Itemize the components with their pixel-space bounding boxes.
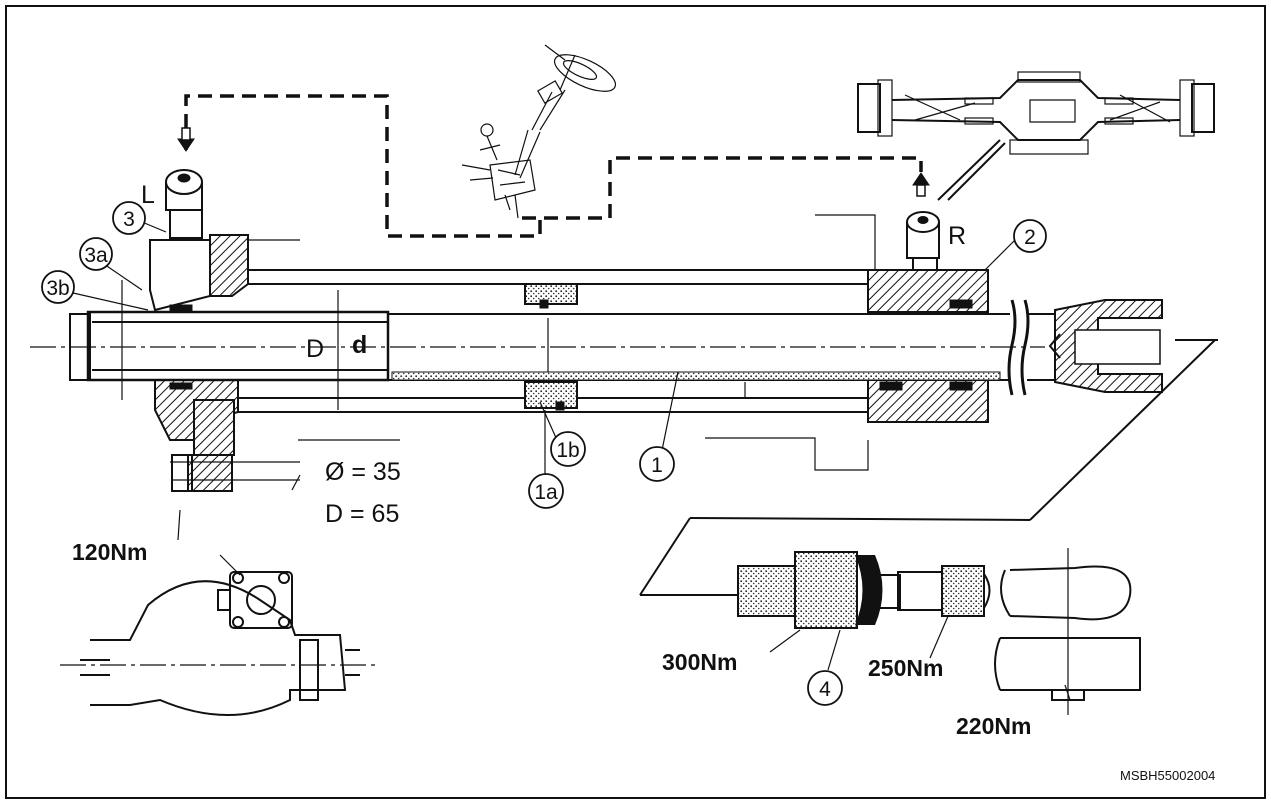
- zoom-projection: [639, 339, 1218, 596]
- callout-3b-circle: [41, 270, 75, 304]
- torque-220nm: 220Nm: [956, 713, 1031, 739]
- dimension-label-D: D: [306, 335, 324, 363]
- callout-3-circle: [112, 201, 146, 235]
- reference-code: MSBH55002004: [1120, 768, 1215, 783]
- callout-1a-circle: [528, 473, 564, 509]
- port-label-left: L: [141, 181, 155, 209]
- lower-sketch-lines: [170, 437, 869, 491]
- torque-250nm: 250Nm: [868, 655, 943, 681]
- cylinder-gland-right: [867, 269, 989, 423]
- callout-4-circle: [807, 670, 843, 706]
- diameter-spec: Ø = 35: [325, 458, 401, 486]
- piston-rod: [69, 290, 1010, 410]
- callout-1: 1: [651, 454, 663, 477]
- callout-3a: 3a: [84, 244, 108, 267]
- callout-1-circle: [639, 446, 675, 482]
- tie-rod-end-right: [1048, 299, 1163, 393]
- piston: [524, 283, 578, 411]
- torque-300nm: 300Nm: [662, 649, 737, 675]
- ball-joint-detail: [737, 551, 991, 629]
- callout-3b: 3b: [46, 277, 69, 300]
- port-label-right: R: [948, 222, 966, 250]
- front-axle-sketch: [857, 71, 1215, 201]
- bore-spec: D = 65: [325, 500, 399, 528]
- callout-1b-circle: [550, 431, 586, 467]
- hydraulic-line-right: [522, 156, 923, 220]
- callout-1a: 1a: [534, 481, 558, 504]
- port-fitting-left: [165, 169, 203, 239]
- tie-rod-eye-detail: [994, 548, 1141, 715]
- port-arrow-right: [912, 172, 930, 197]
- callout-3a-circle: [79, 237, 113, 271]
- diagram-frame: [5, 5, 1266, 799]
- dimension-label-d: d: [352, 331, 367, 359]
- port-arrow-left: [177, 127, 195, 152]
- hydraulic-line-left: [184, 94, 542, 238]
- callout-2: 2: [1024, 226, 1036, 249]
- torque-120nm: 120Nm: [72, 539, 147, 565]
- steering-column-sketch: [461, 44, 617, 219]
- callout-4: 4: [819, 678, 831, 701]
- callout-1b: 1b: [556, 439, 579, 462]
- axle-housing-detail: [60, 571, 375, 716]
- callout-2-circle: [1013, 219, 1047, 253]
- leader-lines: [59, 221, 1071, 701]
- callout-3: 3: [123, 208, 135, 231]
